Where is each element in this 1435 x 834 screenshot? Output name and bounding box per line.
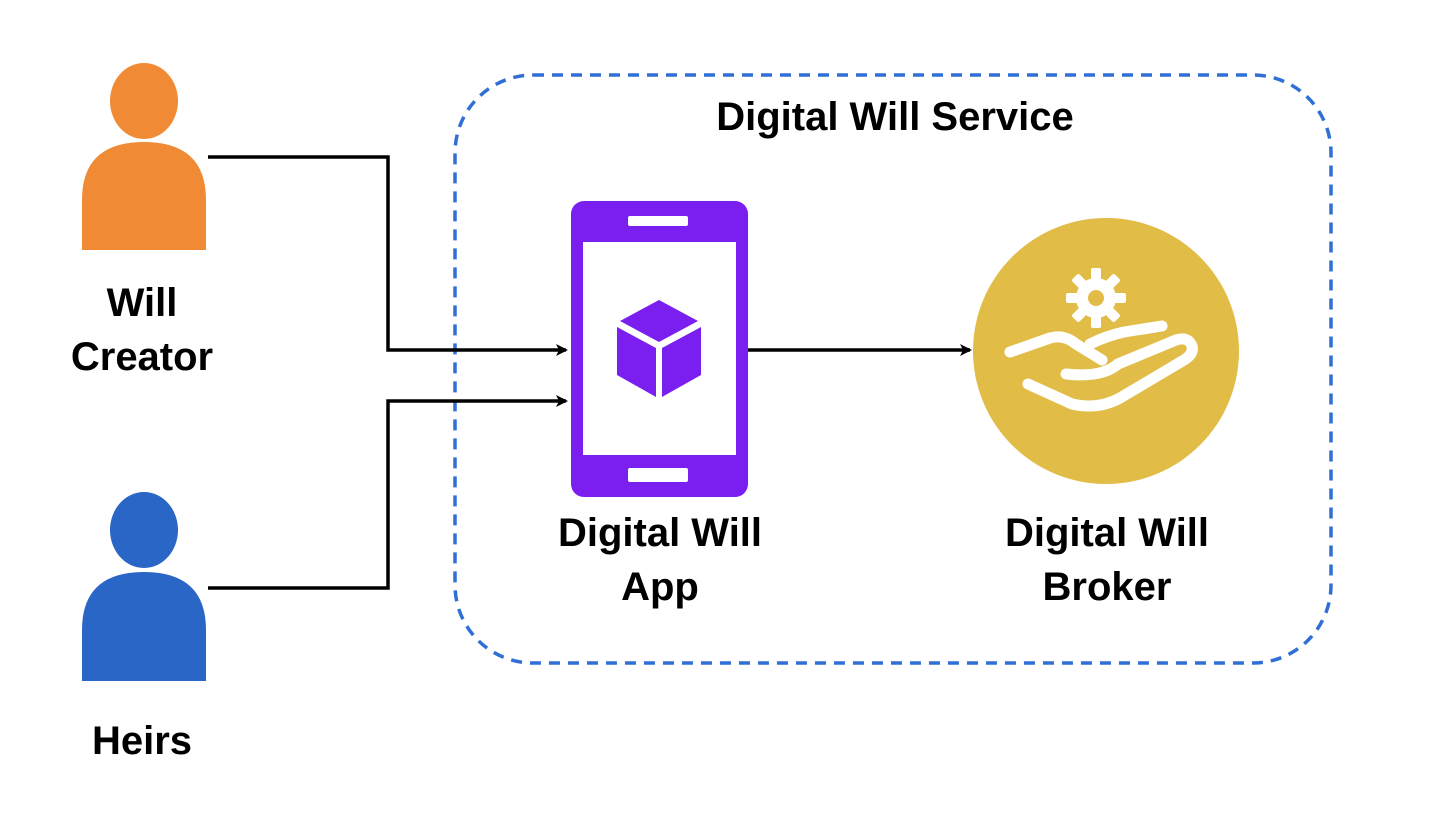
smartphone-cube-icon: [571, 201, 748, 497]
will-creator-label: Will Creator: [30, 276, 254, 384]
connector-will-creator-to-app: [208, 155, 568, 356]
app-label: Digital Will App: [515, 506, 805, 614]
service-title-text: Digital Will Service: [716, 95, 1074, 139]
service-title: Digital Will Service: [640, 92, 1150, 142]
app-label-line-2: App: [621, 565, 699, 609]
heirs-label-line-1: Heirs: [91, 719, 193, 763]
heirs-person-icon: [82, 492, 206, 681]
will-creator-label-line-1: Will: [106, 281, 178, 325]
service-boundary: [453, 73, 1333, 665]
will-creator-label-line-2: Creator: [70, 335, 214, 379]
heirs-label: Heirs: [30, 714, 254, 768]
will-creator-person-icon: [82, 63, 206, 250]
hand-gear-icon: [973, 218, 1239, 484]
hand-icon: [1004, 320, 1198, 412]
broker-label-line-2: Broker: [1042, 565, 1172, 609]
cube-icon: [617, 300, 701, 397]
app-label-line-1: Digital Will: [557, 511, 763, 555]
broker-label-line-1: Digital Will: [1004, 511, 1210, 555]
connector-heirs-to-app: [208, 395, 568, 590]
broker-label: Digital Will Broker: [962, 506, 1252, 614]
gear-icon: [1066, 268, 1126, 328]
